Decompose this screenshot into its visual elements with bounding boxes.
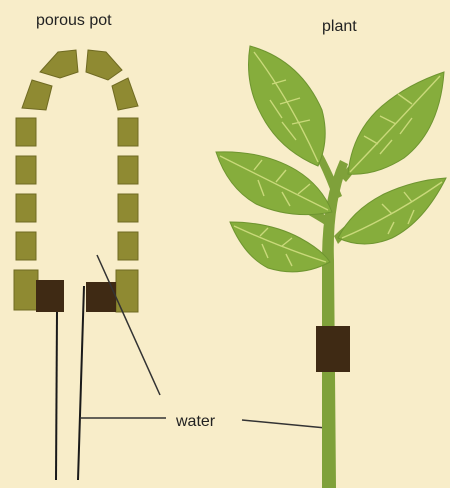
stem-collar xyxy=(316,326,350,372)
leaf-low-left xyxy=(230,222,330,272)
leaf-mid-right xyxy=(338,178,446,244)
pot-block xyxy=(118,194,138,222)
pot-block xyxy=(118,232,138,260)
leaf-top-left xyxy=(249,46,326,166)
tube-left xyxy=(56,312,57,480)
porous-pot-label: porous pot xyxy=(36,12,112,30)
pot-block xyxy=(16,156,36,184)
pot-block xyxy=(112,78,138,110)
pot-block xyxy=(16,232,36,260)
pot-block xyxy=(118,118,138,146)
water-label: water xyxy=(176,413,215,431)
plant-label: plant xyxy=(322,18,357,36)
pot-block xyxy=(86,50,122,80)
pot-block xyxy=(118,156,138,184)
pot-block xyxy=(16,118,36,146)
pot-block xyxy=(16,194,36,222)
pot-block xyxy=(40,50,78,78)
plant xyxy=(216,46,446,488)
porous-pot xyxy=(14,50,138,312)
stopper-left xyxy=(36,280,64,312)
tube-right xyxy=(78,286,84,480)
water-leader-right xyxy=(242,420,326,428)
pot-block xyxy=(22,80,52,110)
pot-block xyxy=(14,270,38,310)
